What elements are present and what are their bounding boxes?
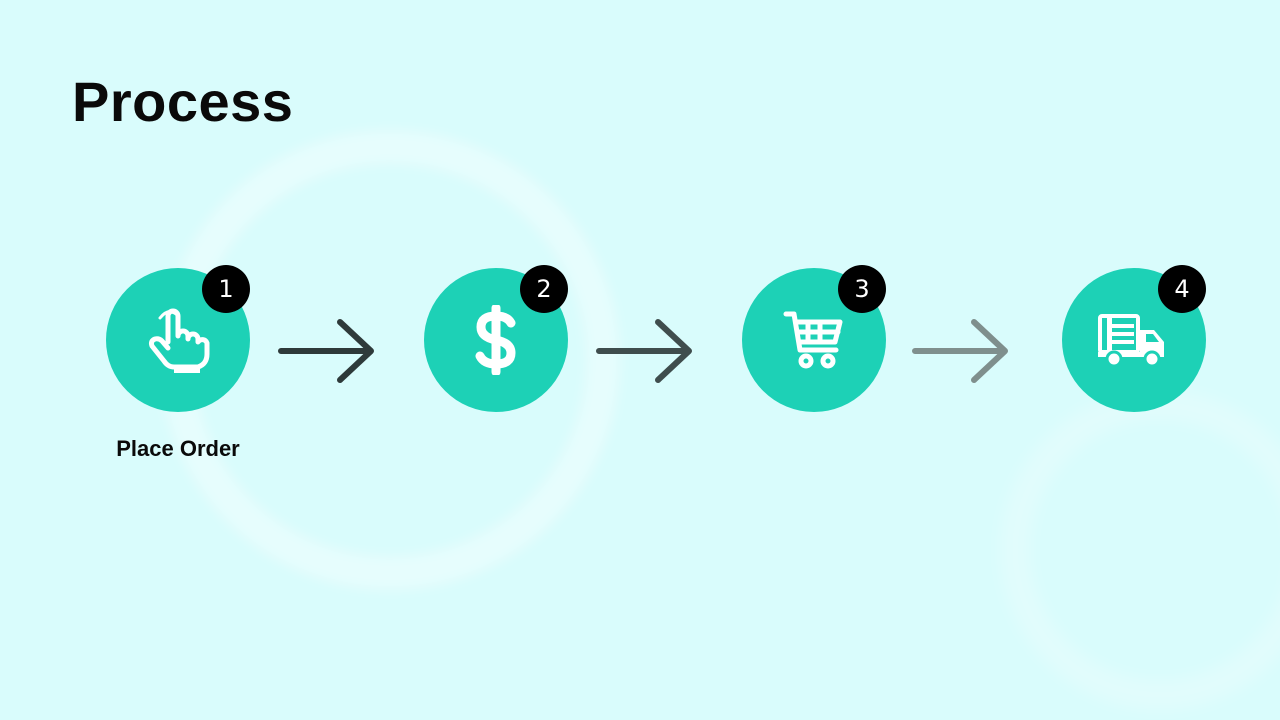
step-3: 3 xyxy=(742,265,886,412)
step-circle xyxy=(1062,268,1206,412)
arrow-right-icon xyxy=(596,319,692,383)
step-label: Place Order xyxy=(116,436,240,461)
step-number-badge: 3 xyxy=(838,265,886,313)
step-number-badge: 1 xyxy=(202,265,250,313)
page-title: Process xyxy=(72,70,294,133)
arrow-right-icon xyxy=(912,319,1008,383)
step-2: 2 xyxy=(424,265,568,412)
step-4: 4 xyxy=(1062,265,1206,412)
step-1: 1 xyxy=(106,265,250,412)
dollar-icon xyxy=(471,305,521,375)
arrow-right-icon xyxy=(278,319,374,383)
shopping-cart-icon xyxy=(782,308,846,372)
step-number-badge: 4 xyxy=(1158,265,1206,313)
background-ring xyxy=(1000,390,1280,710)
step-number-badge: 2 xyxy=(520,265,568,313)
pointing-hand-icon xyxy=(146,306,210,374)
delivery-truck-icon xyxy=(1096,312,1172,368)
